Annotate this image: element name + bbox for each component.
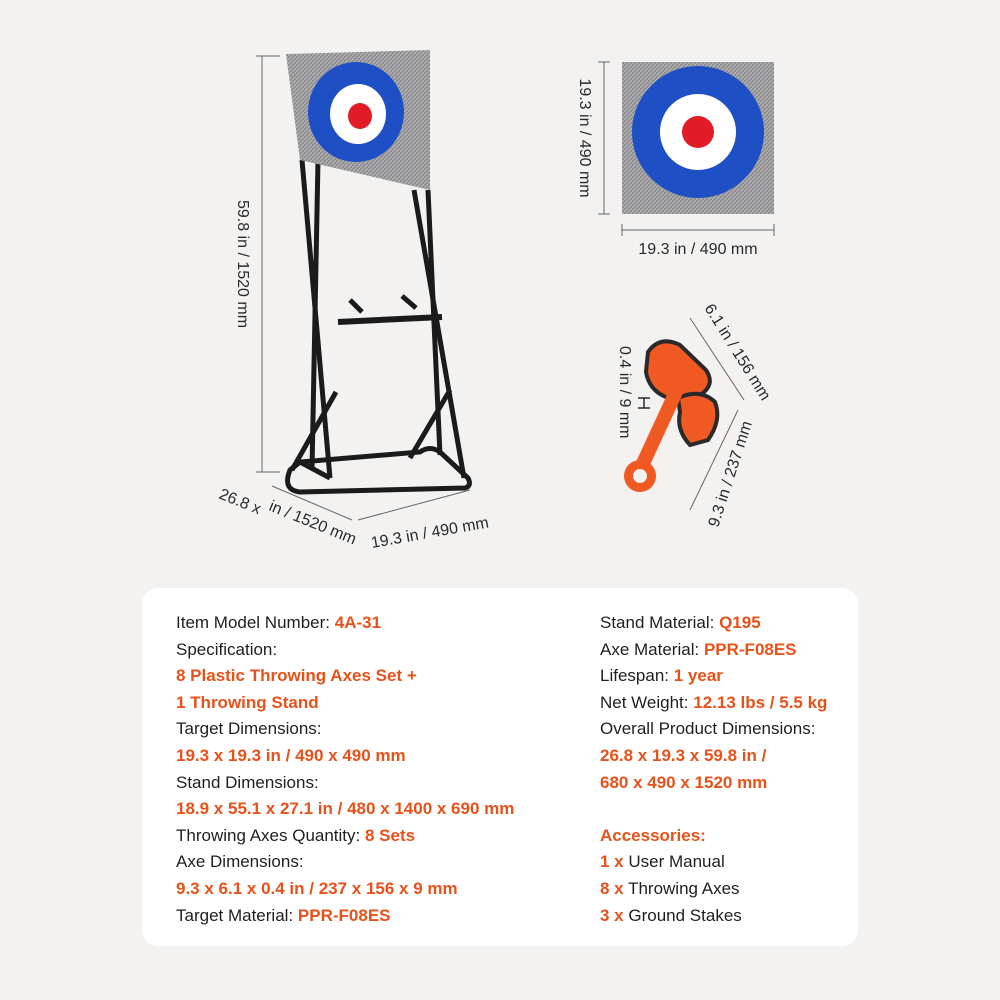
product-diagram: 59.8 in / 1520 mm 26.8 x in / 1520 mm 19…: [217, 50, 775, 552]
axe-dimensions-label: Axe Dimensions:: [176, 852, 304, 872]
model-row: Item Model Number: 4A-31: [176, 610, 586, 637]
axe-width-label: 6.1 in / 156 mm: [701, 301, 774, 404]
axe-dimensions-value: 9.3 x 6.1 x 0.4 in / 237 x 156 x 9 mm: [176, 878, 458, 898]
target-height-dimension: 19.3 in / 490 mm: [576, 61, 610, 215]
axe-thickness-label: 0.4 in / 9 mm: [616, 346, 633, 438]
throwing-axe: [624, 339, 720, 492]
stand-depth-label: in / 1520 mm: [267, 498, 359, 548]
accessory-name: Ground Stakes: [628, 905, 742, 925]
model-value: 4A-31: [334, 613, 382, 632]
lifespan-row: Lifespan: 1 year: [600, 663, 850, 690]
net-weight-value: 12.13 lbs / 5.5 kg: [693, 692, 828, 712]
spec-label: Specification:: [176, 639, 278, 659]
spec-value-line-1: 8 Plastic Throwing Axes Set +: [176, 666, 417, 686]
axe-material-value: PPR-F08ES: [703, 639, 797, 659]
target-material-row: Target Material: PPR-F08ES: [176, 903, 586, 930]
target-material-value: PPR-F08ES: [297, 905, 391, 925]
accessory-item: 8 x Throwing Axes: [600, 876, 850, 903]
stand-material-value: Q195: [719, 613, 761, 632]
section-spacer: [600, 796, 850, 823]
accessory-item: 1 x User Manual: [600, 849, 850, 876]
axe-material-label: Axe Material:: [600, 639, 700, 659]
overall-dimensions-value-2: 680 x 490 x 1520 mm: [600, 772, 768, 792]
stand-depth-dimension: 26.8 x in / 1520 mm: [217, 485, 359, 548]
accessory-item: 3 x Ground Stakes: [600, 903, 850, 930]
lifespan-value: 1 year: [673, 666, 723, 686]
accessory-qty: 8 x: [600, 878, 624, 898]
lifespan-label: Lifespan:: [600, 666, 669, 686]
stand-depth-prefix-label: 26.8 x: [217, 486, 264, 518]
target-dimensions-value: 19.3 x 19.3 in / 490 x 490 mm: [176, 745, 406, 765]
axe-thickness-dimension: 0.4 in / 9 mm: [616, 346, 650, 438]
stand-height-dimension: 59.8 in / 1520 mm: [234, 55, 280, 473]
spec-value-line-2: 1 Throwing Stand: [176, 692, 319, 712]
accessory-name: Throwing Axes: [628, 878, 740, 898]
stand-dimensions-label: Stand Dimensions:: [176, 772, 319, 792]
target-width-label: 19.3 in / 490 mm: [638, 241, 757, 258]
spec-column-left: Item Model Number: 4A-31 Specification: …: [176, 610, 586, 929]
accessories-title: Accessories:: [600, 825, 706, 845]
target-board: [622, 62, 774, 214]
accessory-name: User Manual: [628, 852, 725, 872]
axes-quantity-row: Throwing Axes Quantity: 8 Sets: [176, 823, 586, 850]
overall-dimensions-value-1: 26.8 x 19.3 x 59.8 in /: [600, 745, 767, 765]
axe-length-label: 9.3 in / 237 mm: [706, 419, 756, 529]
axes-quantity-label: Throwing Axes Quantity:: [176, 825, 361, 845]
net-weight-row: Net Weight: 12.13 lbs / 5.5 kg: [600, 690, 850, 717]
stand-material-row: Stand Material: Q195: [600, 610, 850, 637]
target-width-dimension: 19.3 in / 490 mm: [621, 224, 775, 258]
spec-card: Item Model Number: 4A-31 Specification: …: [142, 588, 858, 946]
stand-width-dimension: 19.3 in / 490 mm: [357, 489, 490, 552]
stand-height-label: 59.8 in / 1520 mm: [234, 200, 251, 328]
accessory-qty: 1 x: [600, 852, 624, 872]
target-material-label: Target Material:: [176, 905, 294, 925]
axe-material-row: Axe Material: PPR-F08ES: [600, 637, 850, 664]
spec-column-right: Stand Material: Q195 Axe Material: PPR-F…: [600, 610, 850, 929]
throwing-stand: [285, 50, 472, 495]
target-dimensions-label: Target Dimensions:: [176, 719, 322, 739]
axes-quantity-value: 8 Sets: [365, 825, 416, 845]
model-label: Item Model Number:: [176, 613, 330, 632]
stand-material-label: Stand Material:: [600, 613, 715, 632]
target-height-label: 19.3 in / 490 mm: [576, 78, 593, 197]
overall-dimensions-label: Overall Product Dimensions:: [600, 719, 816, 739]
net-weight-label: Net Weight:: [600, 692, 689, 712]
stand-width-label: 19.3 in / 490 mm: [370, 515, 490, 552]
accessory-qty: 3 x: [600, 905, 624, 925]
stand-dimensions-value: 18.9 x 55.1 x 27.1 in / 480 x 1400 x 690…: [176, 799, 515, 819]
